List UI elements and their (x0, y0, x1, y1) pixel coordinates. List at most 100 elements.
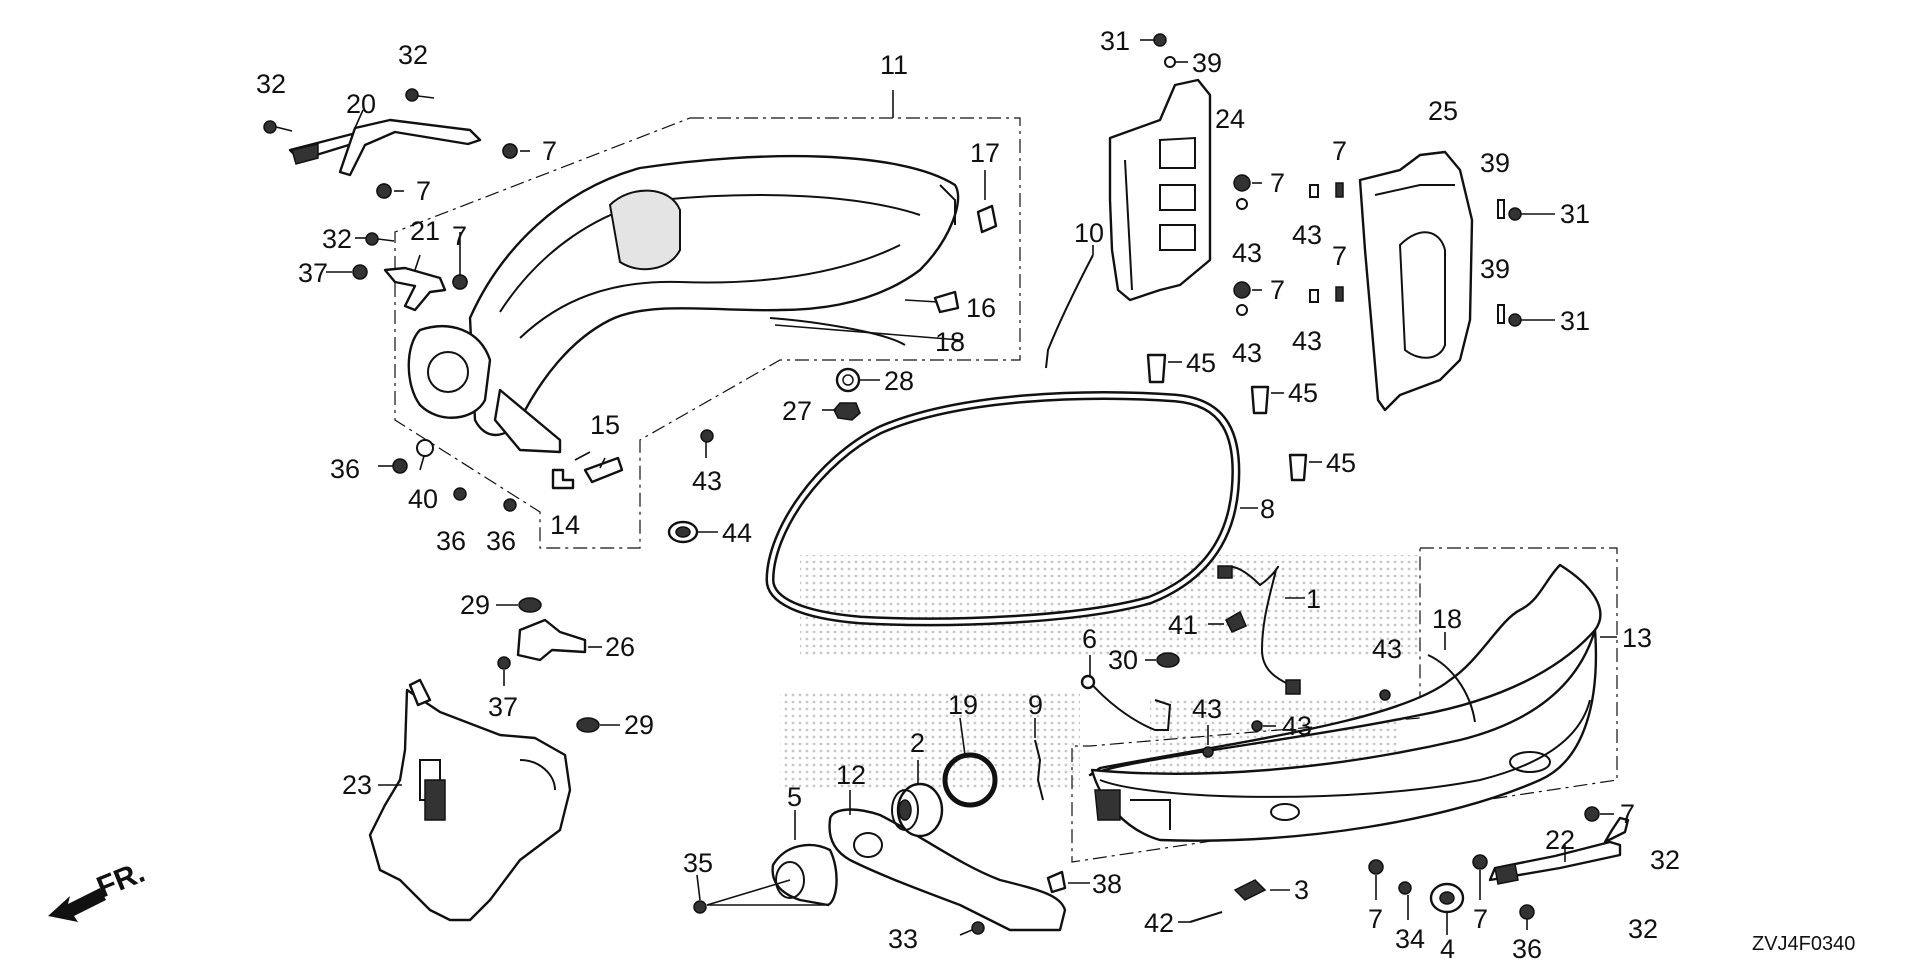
part-13-lower-cover[interactable] (1071, 547, 1618, 863)
watermark (780, 555, 1420, 790)
callout-16: 16 (966, 293, 996, 323)
part-4-plug[interactable] (1429, 882, 1465, 914)
callout-7f: 7 (1332, 136, 1347, 166)
callout-17: 17 (970, 138, 1000, 168)
callout-3: 3 (1294, 875, 1309, 905)
callout-2: 2 (910, 728, 925, 758)
callout-5: 5 (787, 782, 802, 812)
callout-7c: 7 (452, 221, 467, 251)
callout-31a: 31 (1100, 26, 1130, 56)
callout-30: 30 (1108, 645, 1138, 675)
part-24-cover[interactable] (1108, 78, 1212, 302)
callout-24: 24 (1215, 104, 1245, 134)
part-22-bracket[interactable] (1488, 816, 1630, 885)
nuts-part-7 (376, 143, 1614, 900)
part-2-knob[interactable] (891, 782, 944, 838)
callout-36a: 36 (330, 454, 360, 484)
callout-21: 21 (410, 216, 440, 246)
part-10-wire[interactable] (1045, 254, 1094, 369)
callout-13: 13 (1622, 623, 1652, 653)
callout-18b: 18 (1432, 604, 1462, 634)
callout-1: 1 (1306, 584, 1321, 614)
callout-23: 23 (342, 770, 372, 800)
callout-43h: 43 (1282, 711, 1312, 741)
part-27-nut[interactable] (833, 402, 861, 421)
callout-36b: 36 (436, 526, 466, 556)
callout-42: 42 (1144, 908, 1174, 938)
part-25-cover[interactable] (1358, 150, 1474, 412)
part-29-nut-b[interactable] (576, 717, 600, 733)
part-21-bracket[interactable] (383, 266, 447, 312)
part-14-clip[interactable] (551, 468, 575, 490)
callout-14: 14 (550, 510, 580, 540)
part-29-nut-a[interactable] (518, 597, 542, 613)
callout-7e: 7 (1270, 275, 1285, 305)
callout-22: 22 (1545, 825, 1575, 855)
callout-39c: 39 (1480, 254, 1510, 284)
callout-36d: 36 (1512, 934, 1542, 960)
clips-part-43 (1202, 184, 1391, 758)
callout-32e: 32 (1628, 914, 1658, 944)
callout-37a: 37 (298, 258, 328, 288)
callout-33: 33 (888, 924, 918, 954)
callout-20: 20 (346, 89, 376, 119)
callout-43g: 43 (1192, 694, 1222, 724)
callout-8: 8 (1260, 494, 1275, 524)
part-42-pin[interactable] (1189, 911, 1223, 923)
part-3-connector[interactable] (1233, 879, 1267, 901)
part-8-seal[interactable] (765, 391, 1241, 627)
callout-43f: 43 (1372, 634, 1402, 664)
callout-7h: 7 (1620, 799, 1635, 829)
callout-43d: 43 (1232, 338, 1262, 368)
callout-32a: 32 (256, 69, 286, 99)
callout-7g: 7 (1332, 241, 1347, 271)
part-12-plate[interactable] (828, 808, 1067, 932)
part-9-spring[interactable] (1034, 739, 1044, 801)
part-44-grommet[interactable] (667, 520, 699, 544)
part-15-clip[interactable] (583, 456, 624, 484)
part-26-bracket[interactable] (516, 618, 587, 662)
callout-43a: 43 (692, 466, 722, 496)
callout-7j: 7 (1473, 904, 1488, 934)
callout-38: 38 (1092, 869, 1122, 899)
leaders-left (326, 109, 606, 471)
part-18-strip-lower[interactable] (1427, 654, 1476, 723)
callout-45a: 45 (1186, 348, 1216, 378)
part-5-cap[interactable] (771, 843, 838, 907)
callout-29b: 29 (624, 710, 654, 740)
part-19-o-ring[interactable] (942, 752, 998, 808)
callout-18a: 18 (935, 327, 965, 357)
callout-10: 10 (1074, 218, 1104, 248)
callout-44: 44 (722, 518, 752, 548)
front-direction-arrow: FR. (48, 856, 149, 922)
callout-19: 19 (948, 690, 978, 720)
front-direction-label: FR. (92, 856, 149, 905)
part-11-upper-cover[interactable] (394, 117, 1021, 549)
screws-part-31-39 (1140, 33, 1555, 327)
part-30-nut[interactable] (1156, 652, 1180, 668)
part-23-bracket[interactable] (368, 678, 572, 922)
callout-32b: 32 (398, 40, 428, 70)
callout-45c: 45 (1326, 448, 1356, 478)
callout-4: 4 (1440, 934, 1455, 960)
part-20-bracket[interactable] (288, 118, 482, 177)
part-16-clip[interactable] (933, 290, 960, 314)
callout-43b: 43 (1292, 220, 1322, 250)
callout-35: 35 (683, 848, 713, 878)
callout-31c: 31 (1560, 306, 1590, 336)
part-6-clamp[interactable] (1080, 674, 1172, 731)
callout-34: 34 (1395, 924, 1425, 954)
callout-7b: 7 (416, 176, 431, 206)
callout-15: 15 (590, 410, 620, 440)
part-17-tab[interactable] (976, 204, 998, 234)
callout-labels: 1 2 3 4 5 6 7 7 7 7 7 7 7 7 7 7 8 9 10 1… (256, 26, 1680, 960)
callout-7i: 7 (1368, 904, 1383, 934)
callout-6: 6 (1082, 624, 1097, 654)
callout-45b: 45 (1288, 378, 1318, 408)
callout-29a: 29 (460, 590, 490, 620)
callout-28: 28 (884, 366, 914, 396)
part-38-collar[interactable] (1046, 870, 1067, 894)
callout-31b: 31 (1560, 199, 1590, 229)
part-41-clip[interactable] (1225, 610, 1247, 633)
part-1-wire[interactable] (1217, 565, 1301, 695)
